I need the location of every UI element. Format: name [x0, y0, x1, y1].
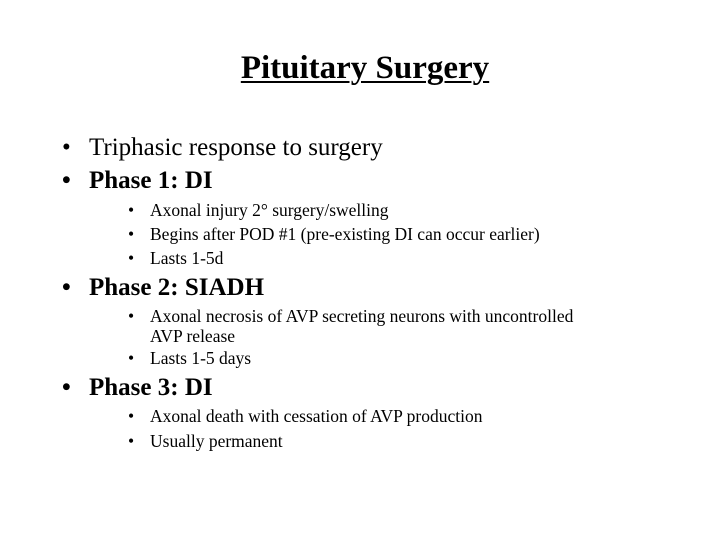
bullet-dot: • — [62, 274, 71, 301]
sub-bullet: •Axonal necrosis of AVP secreting neuron… — [128, 306, 574, 346]
bullet-phase-3: •Phase 3: DI — [62, 374, 213, 401]
bullet-triphasic: •Triphasic response to surgery — [62, 134, 383, 161]
bullet-dot: • — [128, 406, 135, 426]
bullet-phase-1: •Phase 1: DI — [62, 167, 213, 194]
bullet-dot: • — [128, 431, 135, 451]
sub-bullet: •Lasts 1-5d — [128, 248, 224, 268]
bullet-dot: • — [62, 374, 71, 401]
bullet-dot: • — [128, 248, 135, 268]
sub-bullet: •Usually permanent — [128, 431, 283, 451]
bullet-dot: • — [128, 306, 135, 326]
sub-bullet: •Axonal injury 2° surgery/swelling — [128, 200, 389, 220]
bullet-phase-2: •Phase 2: SIADH — [62, 274, 265, 301]
bullet-dot: • — [128, 224, 135, 244]
sub-bullet: •Lasts 1-5 days — [128, 348, 252, 368]
sub-bullet: •Axonal death with cessation of AVP prod… — [128, 406, 483, 426]
bullet-dot: • — [128, 200, 135, 220]
bullet-dot: • — [128, 348, 135, 368]
bullet-dot: • — [62, 167, 71, 194]
bullet-dot: • — [62, 134, 71, 161]
slide-title: Pituitary Surgery — [240, 50, 490, 86]
sub-bullet: •Begins after POD #1 (pre-existing DI ca… — [128, 224, 540, 244]
